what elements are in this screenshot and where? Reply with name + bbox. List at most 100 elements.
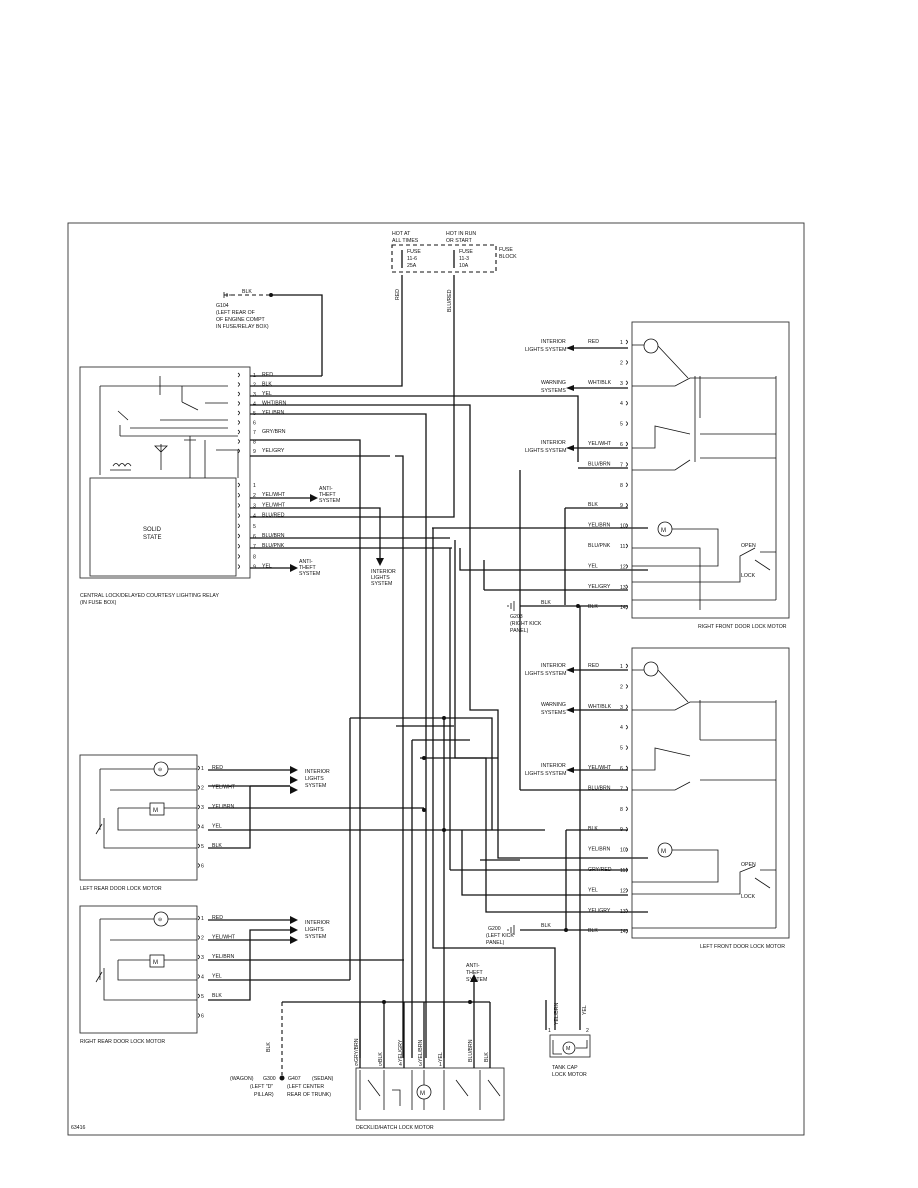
svg-text:LEFT FRONT DOOR LOCK MOTOR: LEFT FRONT DOOR LOCK MOTOR: [700, 944, 785, 950]
wire-color: BLK: [588, 604, 598, 610]
relay-top-pins-6: 6: [237, 420, 256, 427]
svg-text:ANTI-: ANTI-: [299, 559, 313, 565]
pin-number: 7: [253, 430, 256, 436]
svg-text:(SEDAN): (SEDAN): [312, 1076, 334, 1082]
svg-text:LIGHTS: LIGHTS: [305, 927, 324, 933]
pin-number: 1: [439, 1062, 442, 1068]
pin-number: 1: [201, 766, 204, 772]
pin-number: 13: [620, 909, 626, 915]
wire-color: RED: [262, 372, 273, 378]
wire-color: YEL/GRY: [588, 908, 611, 914]
svg-text:G200: G200: [488, 926, 501, 932]
pin-number: 5: [620, 422, 623, 428]
crossover-wiring: [349, 470, 628, 1058]
svg-text:THEFT: THEFT: [319, 492, 337, 498]
svg-text:INTERIOR: INTERIOR: [541, 763, 566, 769]
left-front-door-lock-motor: LEFT FRONT DOOR LOCK MOTOR M OPEN LOCK: [631, 647, 790, 950]
svg-text:LOCK: LOCK: [741, 894, 756, 900]
svg-text:ANTI-: ANTI-: [319, 486, 333, 492]
svg-text:11-3: 11-3: [459, 256, 469, 262]
wire-color: BLU/BRN: [588, 785, 611, 791]
wire-color: BLK: [212, 993, 222, 999]
wire-color: YEL: [262, 391, 272, 397]
svg-text:G407: G407: [288, 1076, 301, 1082]
lf-pins-13: 13 YEL/GRY: [588, 908, 628, 915]
pin-number: 1: [620, 340, 623, 346]
right-front-labels: INTERIOR LIGHTS SYSTEM WARNING SYSTEMS I…: [483, 339, 628, 634]
svg-text:INTERIOR: INTERIOR: [541, 663, 566, 669]
wire-color: YEL/BRN: [212, 804, 234, 810]
svg-text:LIGHTS SYSTEM: LIGHTS SYSTEM: [525, 448, 567, 454]
rr-pins-2: 2 YEL/WHT: [197, 935, 236, 942]
wire-color: YEL/BRN: [212, 954, 234, 960]
left-rear-wires: INTERIOR LIGHTS SYSTEM: [208, 766, 462, 849]
svg-text:WARNING: WARNING: [541, 702, 566, 708]
svg-text:SYSTEM: SYSTEM: [371, 581, 392, 587]
pin-number: 10: [620, 848, 626, 854]
wire-color: BLK: [262, 382, 272, 388]
svg-text:THEFT: THEFT: [466, 970, 484, 976]
pin-number: 6: [355, 1062, 358, 1068]
pin-number: 6: [253, 534, 256, 540]
pin-number: 3: [253, 392, 256, 398]
pin-number: 5: [201, 994, 204, 1000]
pin-number: 4: [201, 825, 204, 831]
pin-number: 7: [253, 544, 256, 550]
svg-text:RIGHT FRONT DOOR LOCK MOTOR: RIGHT FRONT DOOR LOCK MOTOR: [698, 624, 787, 630]
wire-color: YEL/WHT: [262, 492, 286, 498]
pin-number: 2: [620, 360, 623, 366]
svg-text:11-6: 11-6: [407, 256, 417, 262]
pin-number: 6: [620, 766, 623, 772]
pin-number: 2: [620, 684, 623, 690]
wire-color: YEL: [212, 824, 222, 830]
wire-color: BLU/RED: [262, 513, 285, 519]
svg-text:LIGHTS: LIGHTS: [305, 776, 324, 782]
relay-top-pins-3: 3 YEL: [237, 391, 272, 398]
left-rear-door-lock-motor: LEFT REAR DOOR LOCK MOTOR ⊖ M: [79, 754, 198, 892]
svg-text:HOT AT: HOT AT: [392, 231, 411, 237]
svg-text:M: M: [420, 1091, 425, 1097]
svg-text:BLU/RED: BLU/RED: [447, 289, 453, 312]
lf-pins-4: 4: [620, 724, 628, 731]
svg-text:BLK: BLK: [541, 600, 551, 606]
svg-text:FUSE: FUSE: [459, 249, 473, 255]
pin-number: 3: [620, 381, 623, 387]
pin-number: 6: [201, 864, 204, 870]
pin-number: 5: [201, 844, 204, 850]
svg-text:INTERIOR: INTERIOR: [541, 339, 566, 345]
lf-pins-5: 5: [620, 745, 628, 752]
svg-text:(RIGHT KICK: (RIGHT KICK: [510, 621, 542, 627]
svg-text:SYSTEMS: SYSTEMS: [541, 710, 566, 716]
svg-text:G104: G104: [216, 303, 229, 309]
wire-color: BLU/BRN: [468, 1039, 474, 1062]
pin-number: 2: [201, 936, 204, 942]
svg-text:LEFT REAR DOOR LOCK MOTOR: LEFT REAR DOOR LOCK MOTOR: [80, 886, 162, 892]
svg-text:2: 2: [586, 1028, 589, 1034]
right-front-pins: 1RED23WHT/BLK456YEL/WHT7BLU/BRN89BLK10YE…: [588, 339, 628, 611]
wire-color: RED: [588, 339, 599, 345]
fuse-block: HOT AT ALL TIMES HOT IN RUN OR START FUS…: [391, 231, 517, 312]
pin-number: 2: [253, 493, 256, 499]
wire-color: YEL/WHT: [212, 935, 236, 941]
wire-color: BLK: [588, 928, 598, 934]
pin-number: 6: [253, 421, 256, 427]
relay-top-pins-8: 8: [237, 439, 256, 446]
